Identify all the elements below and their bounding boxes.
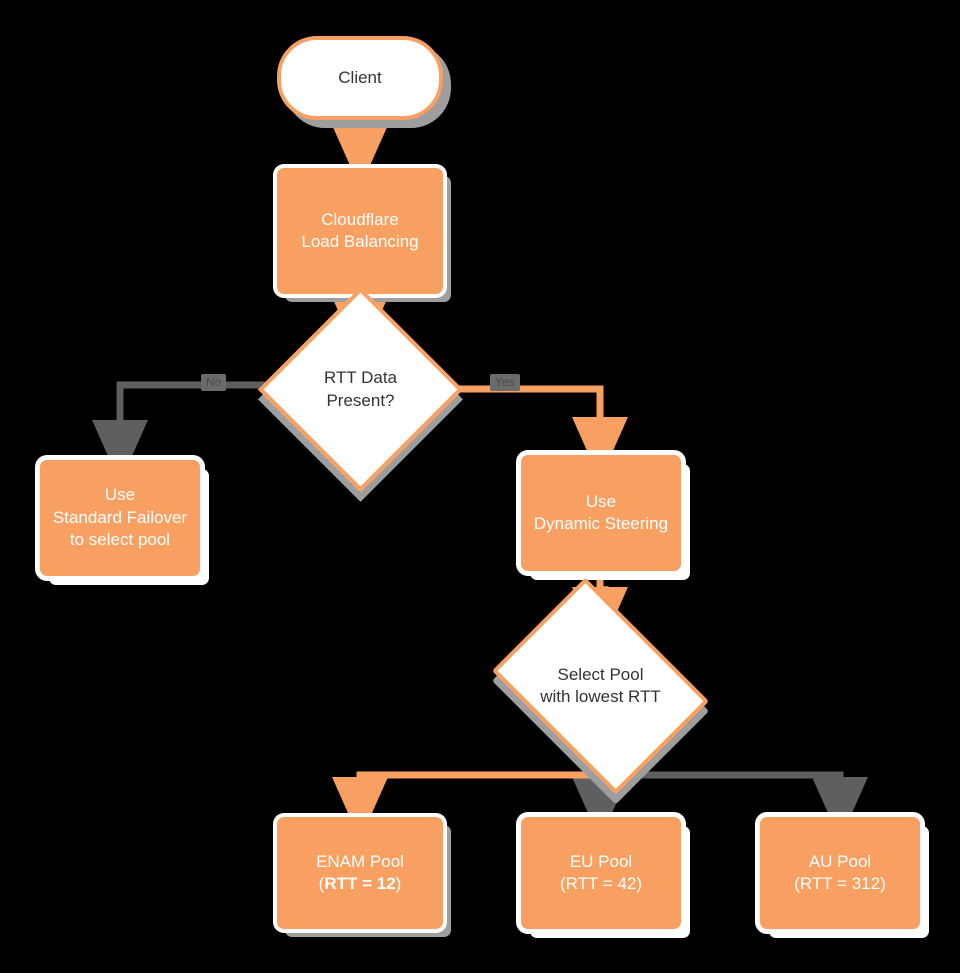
- node-eu-pool-rtt: RTT = 42: [565, 874, 637, 893]
- node-au-pool-rtt: RTT = 312: [799, 874, 881, 893]
- node-dynamic-steering-line2: Dynamic Steering: [533, 514, 669, 533]
- edge-selectpool-to-au: [600, 771, 868, 840]
- node-dynamic-steering[interactable]: Use Dynamic Steering: [521, 455, 681, 571]
- node-select-pool[interactable]: Select Pool with lowest RTT: [491, 577, 710, 795]
- node-eu-pool[interactable]: EU Pool (RTT = 42): [521, 817, 681, 929]
- edge-label-no: No: [201, 374, 227, 392]
- node-enam-pool-rtt: RTT = 12: [324, 874, 396, 893]
- node-eu-pool-paren-open: (: [559, 874, 566, 893]
- node-eu-pool-line1: EU Pool: [569, 851, 633, 871]
- node-au-pool-line1: AU Pool: [808, 851, 872, 871]
- node-enam-pool-paren-close: ): [395, 874, 402, 893]
- node-enam-pool-line1: ENAM Pool: [316, 851, 404, 871]
- node-standard-failover[interactable]: Use Standard Failover to select pool: [40, 460, 200, 576]
- node-enam-pool[interactable]: ENAM Pool (RTT = 12): [277, 817, 443, 929]
- edge-decision-yes-to-steering: [437, 385, 628, 480]
- node-au-pool[interactable]: AU Pool (RTT = 312): [760, 817, 920, 929]
- edge-decision-no-to-failover: [92, 381, 285, 483]
- node-cloudflare-load-balancing[interactable]: Cloudflare Load Balancing: [277, 168, 443, 294]
- node-standard-failover-line1: Use: [104, 485, 136, 505]
- node-au-pool-paren-open: (: [794, 874, 800, 893]
- node-enam-pool-metric: (RTT = 12): [319, 873, 402, 895]
- node-eu-pool-metric: (RTT = 42): [560, 873, 642, 895]
- node-load-balancing-line2: Load Balancing: [301, 232, 419, 251]
- node-au-pool-metric: (RTT = 312): [794, 873, 886, 895]
- node-standard-failover-line3: to select pool: [69, 530, 171, 550]
- node-client[interactable]: Client: [277, 36, 443, 120]
- node-au-pool-paren-close: ): [880, 874, 886, 893]
- node-standard-failover-line2: Standard Failover: [52, 507, 188, 527]
- node-load-balancing-line1: Cloudflare: [321, 209, 399, 229]
- node-rtt-decision[interactable]: RTT Data Present?: [257, 286, 464, 493]
- node-dynamic-steering-line1: Use: [585, 491, 617, 511]
- node-client-label: Client: [338, 67, 382, 87]
- node-eu-pool-paren-close: ): [636, 874, 643, 893]
- node-enam-pool-paren-open: (: [318, 874, 325, 893]
- rtt-decision-shape: [257, 286, 464, 493]
- edge-label-yes: Yes: [490, 374, 520, 392]
- edge-selectpool-to-enam: [332, 771, 600, 840]
